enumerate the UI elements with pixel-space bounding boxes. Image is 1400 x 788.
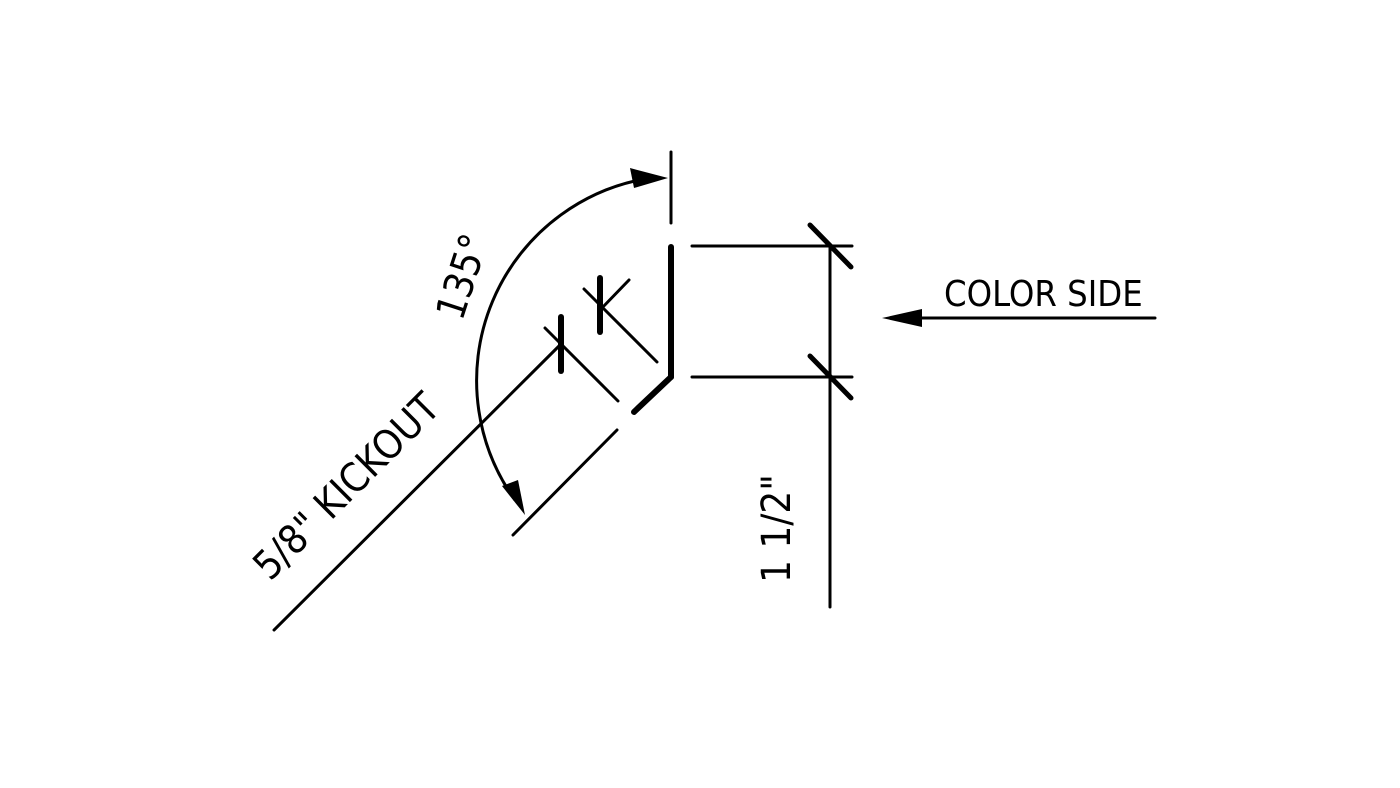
kickout-dimension-line xyxy=(272,343,562,632)
kickout-ticks xyxy=(543,275,659,403)
height-label: 1 1/2" xyxy=(754,474,800,583)
color-side-label: COLOR SIDE xyxy=(944,274,1143,315)
kickout-extension-line xyxy=(511,428,619,537)
color-side-arrow xyxy=(882,309,1157,327)
angle-dimension-arc xyxy=(475,168,668,515)
height-dimension xyxy=(690,222,854,609)
arrowhead-icon xyxy=(882,309,922,327)
arrowhead-icon xyxy=(630,168,668,188)
profile-shape xyxy=(631,244,674,415)
arrowhead-icon xyxy=(502,480,525,515)
